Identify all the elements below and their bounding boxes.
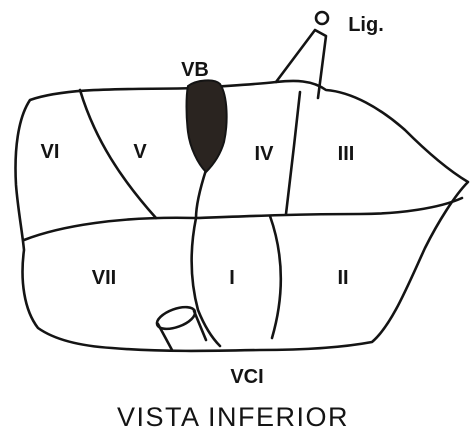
segment-iv-iii-boundary	[286, 92, 300, 214]
ligament-ring	[316, 12, 328, 24]
segment-i-ii-boundary	[270, 216, 281, 338]
segment-label-iv: IV	[255, 143, 275, 165]
gallbladder-shape	[187, 80, 227, 172]
segment-label-vi: VI	[41, 141, 60, 163]
segment-label-vii: VII	[92, 267, 116, 289]
segment-label-ii: II	[337, 267, 348, 289]
segment-label-i: I	[229, 267, 235, 289]
vena-cava-tube-body	[158, 311, 206, 350]
vena-cava-label: VCI	[230, 366, 263, 388]
diagram-caption: VISTA INFERIOR	[117, 402, 349, 432]
ligament-shape	[276, 30, 326, 98]
segment-vii-i-boundary	[192, 218, 220, 346]
segment-label-iii: III	[338, 143, 355, 165]
gallbladder-label: VB	[181, 59, 209, 81]
ligament-label: Lig.	[348, 14, 384, 36]
segment-label-v: V	[133, 141, 147, 163]
segment-v-iv-boundary	[196, 170, 206, 218]
horizontal-division-line	[24, 198, 462, 240]
